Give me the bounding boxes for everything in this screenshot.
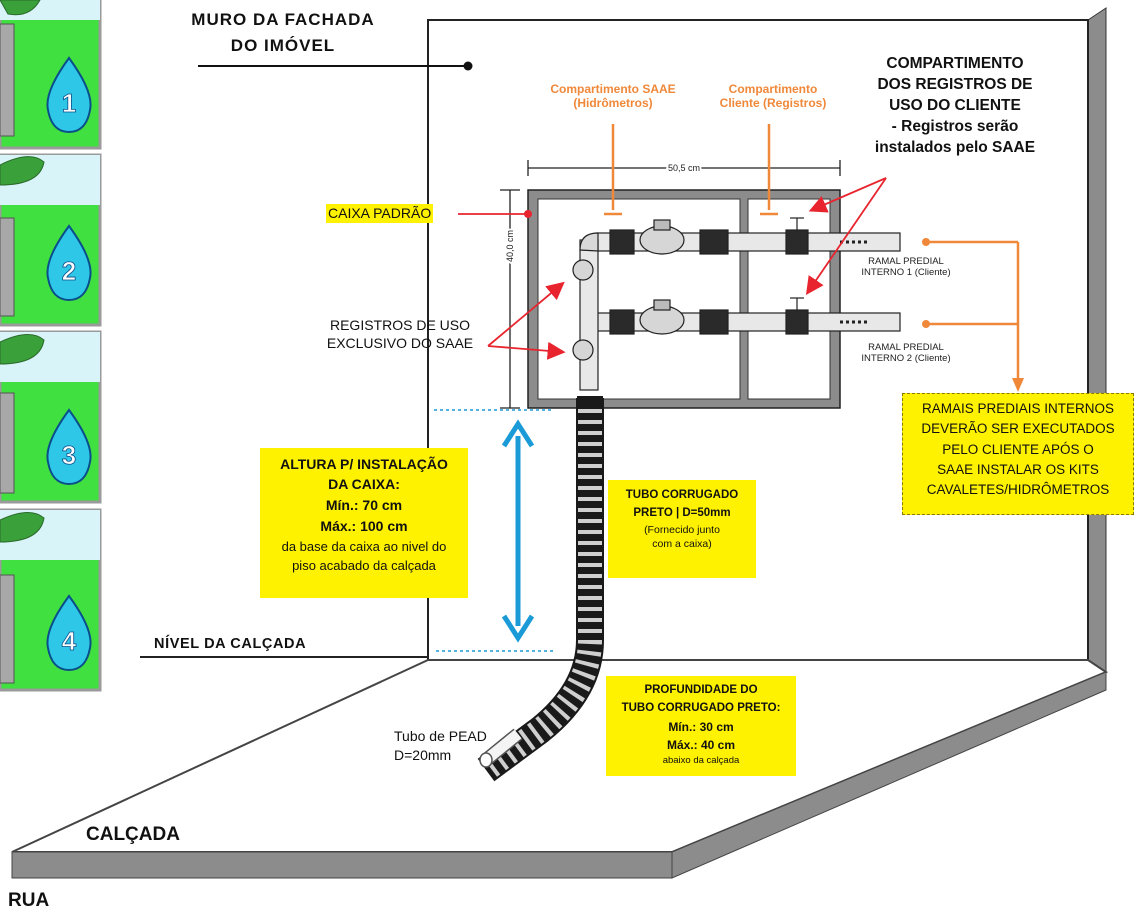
water-drop-icon: 1 [46, 56, 92, 134]
ramal-2-label: RAMAL PREDIAL INTERNO 2 (Cliente) [861, 342, 951, 365]
width-dimension: 50,5 cm [668, 163, 700, 173]
rua-label: RUA [8, 890, 50, 911]
pead-label: Tubo de PEAD D=20mm [394, 728, 487, 763]
water-drop-icon: 3 [46, 408, 92, 486]
step-number-1: 1 [62, 88, 76, 118]
step-panel-2 [0, 153, 102, 327]
orange-pointers [604, 124, 1020, 380]
caixa-padrao [527, 189, 841, 409]
step-panel-1 [0, 0, 102, 150]
ramal-1-label: RAMAL PREDIAL INTERNO 1 (Cliente) [861, 256, 951, 279]
step-number-4: 4 [62, 626, 77, 656]
comp-cliente-label: Compartimento Cliente (Registros) [719, 82, 827, 111]
calcada-label: CALÇADA [86, 824, 180, 845]
corrugated-tube [477, 396, 604, 782]
caixa-padrao-label: CAIXA PADRÃO [326, 204, 434, 223]
registros-saae-label: REGISTROS DE USO EXCLUSIVO DO SAAE [326, 317, 474, 352]
step-panels: 1 2 3 4 [0, 0, 102, 692]
red-pointers [458, 177, 887, 360]
height-dimension: 40,0 cm [505, 230, 515, 262]
client-compartment-label: COMPARTIMENTO DOS REGISTROS DE USO DO CL… [874, 55, 1036, 156]
water-drop-icon: 2 [46, 224, 92, 302]
step-panel-3 [0, 330, 102, 504]
dimension-lines [500, 160, 841, 409]
profundidade-box: PROFUNDIDADE DO TUBO CORRUGADO PRETO: Mí… [606, 676, 796, 776]
height-arrow [501, 419, 535, 643]
pead-pipe [479, 728, 523, 768]
step-number-2: 2 [62, 256, 76, 286]
water-drop-icon: 4 [46, 594, 92, 672]
tubo-box: TUBO CORRUGADO PRETO | D=50mm (Fornecido… [608, 480, 756, 578]
wall-title: MURO DA FACHADA DO IMÓVEL [191, 10, 375, 56]
pipe-assembly [572, 217, 901, 391]
altura-box: ALTURA P/ INSTALAÇÃO DA CAIXA: Mín.: 70 … [260, 448, 468, 598]
step-number-3: 3 [62, 440, 76, 470]
comp-saae-label: Compartimento SAAE (Hidrômetros) [550, 82, 676, 111]
sidewalk-slab [11, 659, 1109, 879]
nivel-calcada-label: NÍVEL DA CALÇADA [154, 636, 307, 652]
ramais-note-box: RAMAIS PREDIAIS INTERNOS DEVERÃO SER EXE… [902, 393, 1134, 515]
